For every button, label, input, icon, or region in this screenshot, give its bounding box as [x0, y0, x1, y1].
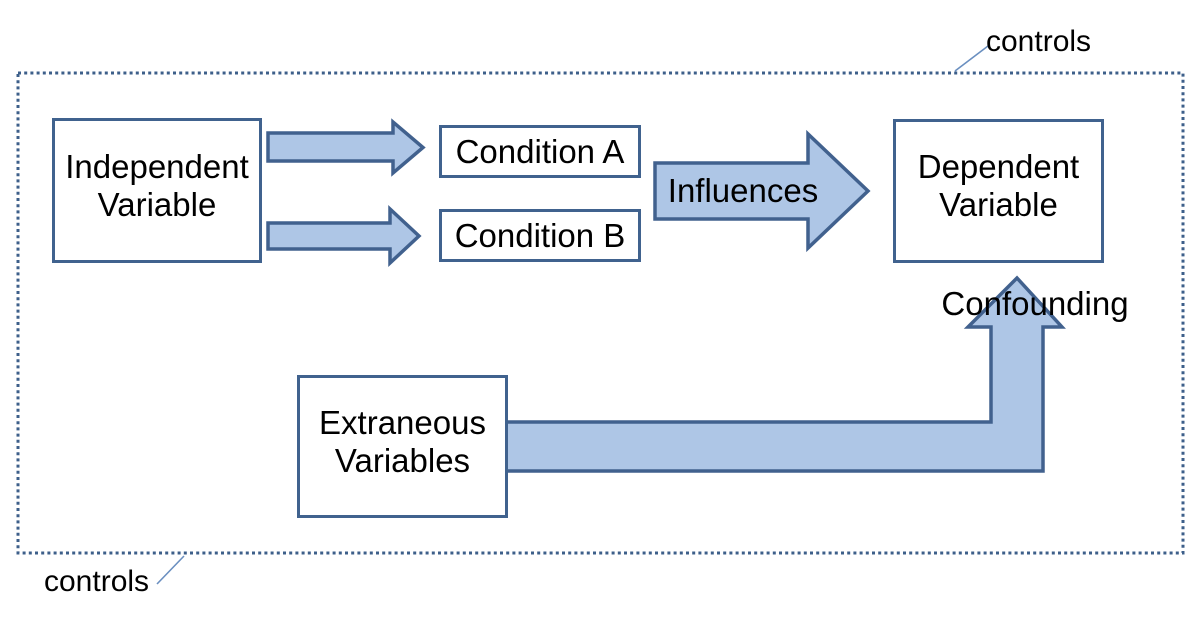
controls-connector-line-top: [954, 45, 989, 72]
controls-label-top: controls: [986, 25, 1092, 58]
node-dependent-variable: Dependent Variable: [893, 119, 1104, 263]
controls-boundary-dotted-border: [16, 71, 1185, 555]
confounding-arrow-label: Confounding: [941, 285, 1129, 322]
node-condition-b: Condition B: [439, 209, 641, 262]
independent-to-condition-b-arrow: [266, 204, 422, 268]
independent-to-condition-a-arrow: [266, 118, 426, 177]
node-independent-variable: Independent Variable: [52, 118, 262, 263]
influences-arrow-label: Influences: [667, 172, 819, 209]
confounding-bent-arrow: [504, 275, 1066, 473]
controls-label-bottom: controls: [44, 565, 150, 598]
controls-connector-line-bottom: [156, 555, 185, 585]
node-extraneous-variables: Extraneous Variables: [297, 375, 508, 518]
node-condition-a: Condition A: [439, 125, 641, 178]
influences-arrow: [653, 129, 871, 253]
